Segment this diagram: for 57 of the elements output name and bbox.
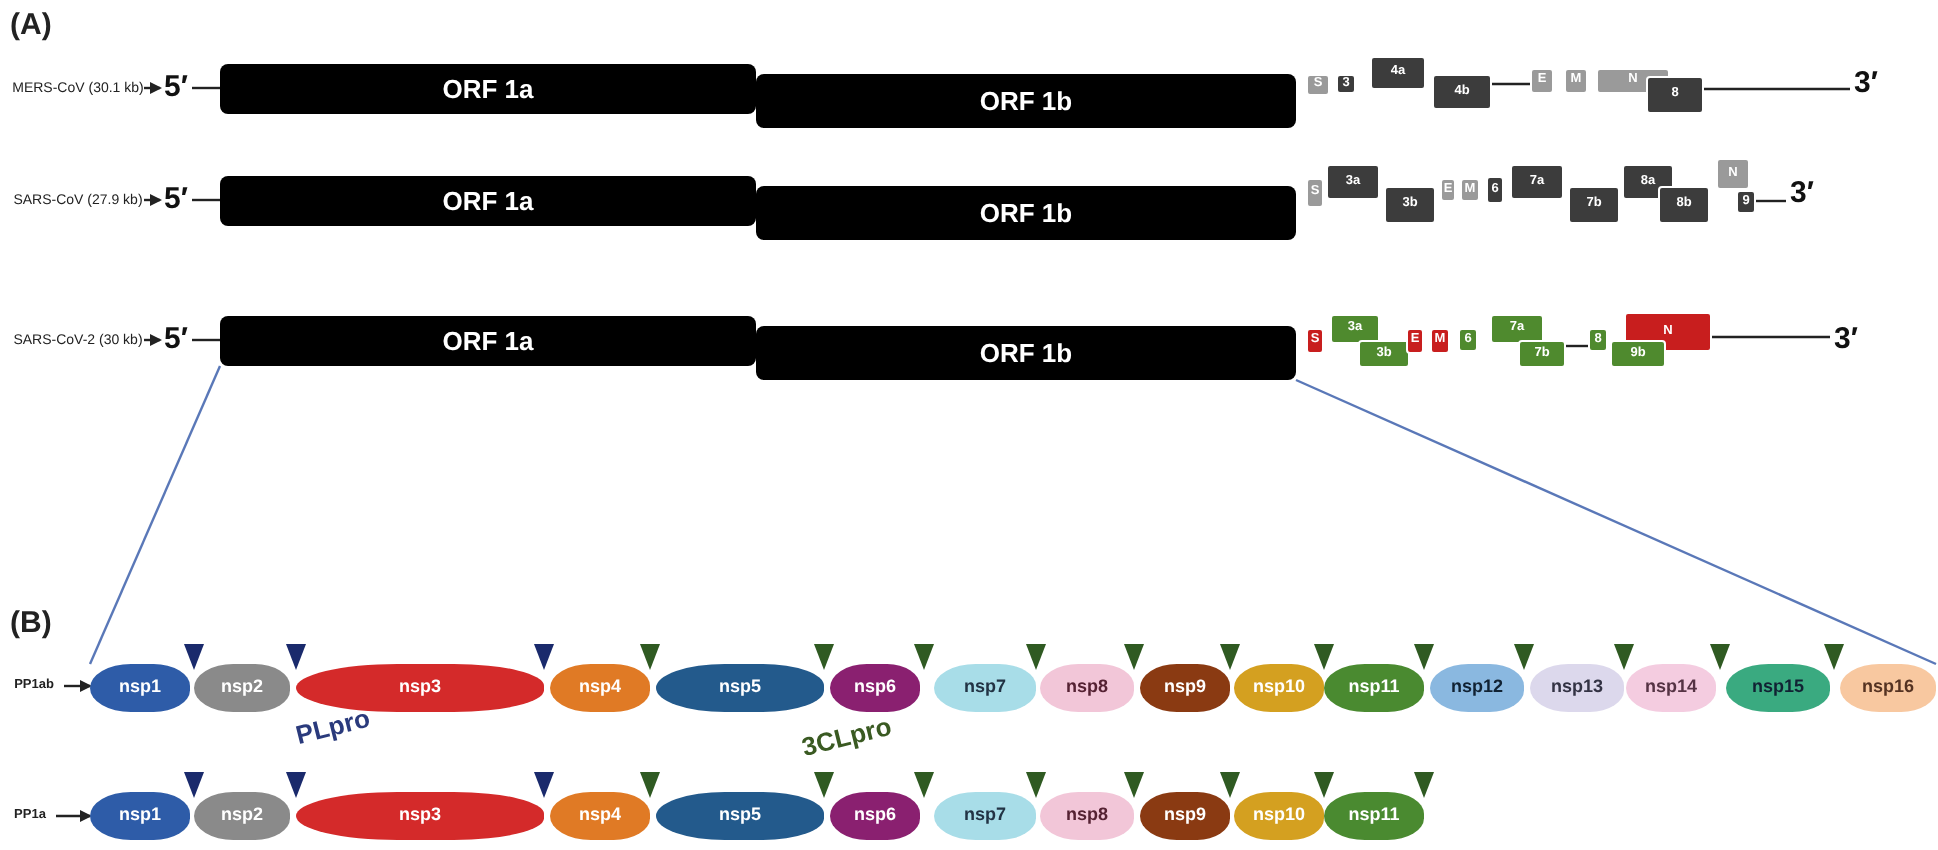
arrow	[144, 82, 162, 94]
protein-segment: nsp15	[1726, 664, 1830, 712]
protein-segment: nsp1	[90, 664, 190, 712]
protein-segment: nsp3	[296, 664, 544, 712]
arrow	[144, 334, 162, 346]
connector-line	[88, 365, 222, 665]
arrow	[64, 680, 92, 692]
connector-line	[192, 338, 220, 342]
strand-end-label: 5′	[160, 180, 192, 220]
arrow	[144, 194, 162, 206]
protein-segment: nsp13	[1530, 664, 1624, 712]
arrow	[56, 810, 92, 822]
protein-segment: nsp6	[830, 792, 920, 840]
protein-segment: nsp8	[1040, 664, 1134, 712]
connector-line	[192, 86, 220, 90]
protein-segment: nsp8	[1040, 792, 1134, 840]
protein-segment: nsp7	[934, 664, 1036, 712]
orf-box: ORF 1b	[756, 326, 1296, 380]
panel-label: (A)	[10, 8, 52, 42]
strand-end-label: 3′	[1830, 322, 1862, 358]
orf-box: ORF 1a	[220, 316, 756, 366]
connector-line	[1566, 344, 1588, 348]
strand-end-label: 3′	[1850, 66, 1882, 102]
connector-line	[1704, 87, 1850, 91]
connector-line	[1295, 378, 1937, 666]
connector-line	[192, 198, 220, 202]
protein-segment: nsp2	[194, 792, 290, 840]
protein-segment: nsp10	[1234, 664, 1324, 712]
protein-segment: nsp1	[90, 792, 190, 840]
protein-segment: nsp14	[1626, 664, 1716, 712]
connector-line	[1492, 82, 1530, 86]
strand-end-label: 3′	[1786, 176, 1818, 212]
protein-segment: nsp4	[550, 664, 650, 712]
protein-segment: nsp6	[830, 664, 920, 712]
protein-segment: nsp2	[194, 664, 290, 712]
orf-box: ORF 1b	[756, 74, 1296, 128]
protease-label: 3CLpro	[798, 710, 895, 762]
protein-segment: nsp3	[296, 792, 544, 840]
strand-end-label: 5′	[160, 68, 192, 108]
strand-end-label: 5′	[160, 320, 192, 360]
protein-segment: nsp11	[1324, 664, 1424, 712]
protein-segment: nsp16	[1840, 664, 1936, 712]
protein-segment: nsp5	[656, 792, 824, 840]
connector-line	[1712, 335, 1830, 339]
orf-box: ORF 1a	[220, 176, 756, 226]
protein-segment: nsp7	[934, 792, 1036, 840]
panel-label: (B)	[10, 606, 52, 640]
orf-box: ORF 1a	[220, 64, 756, 114]
protein-segment: nsp12	[1430, 664, 1524, 712]
protein-segment: nsp9	[1140, 664, 1230, 712]
connector-line	[1756, 199, 1786, 203]
protein-segment: nsp9	[1140, 792, 1230, 840]
orf-box: ORF 1b	[756, 186, 1296, 240]
protein-segment: nsp5	[656, 664, 824, 712]
protein-segment: nsp11	[1324, 792, 1424, 840]
protein-segment: nsp4	[550, 792, 650, 840]
protein-segment: nsp10	[1234, 792, 1324, 840]
